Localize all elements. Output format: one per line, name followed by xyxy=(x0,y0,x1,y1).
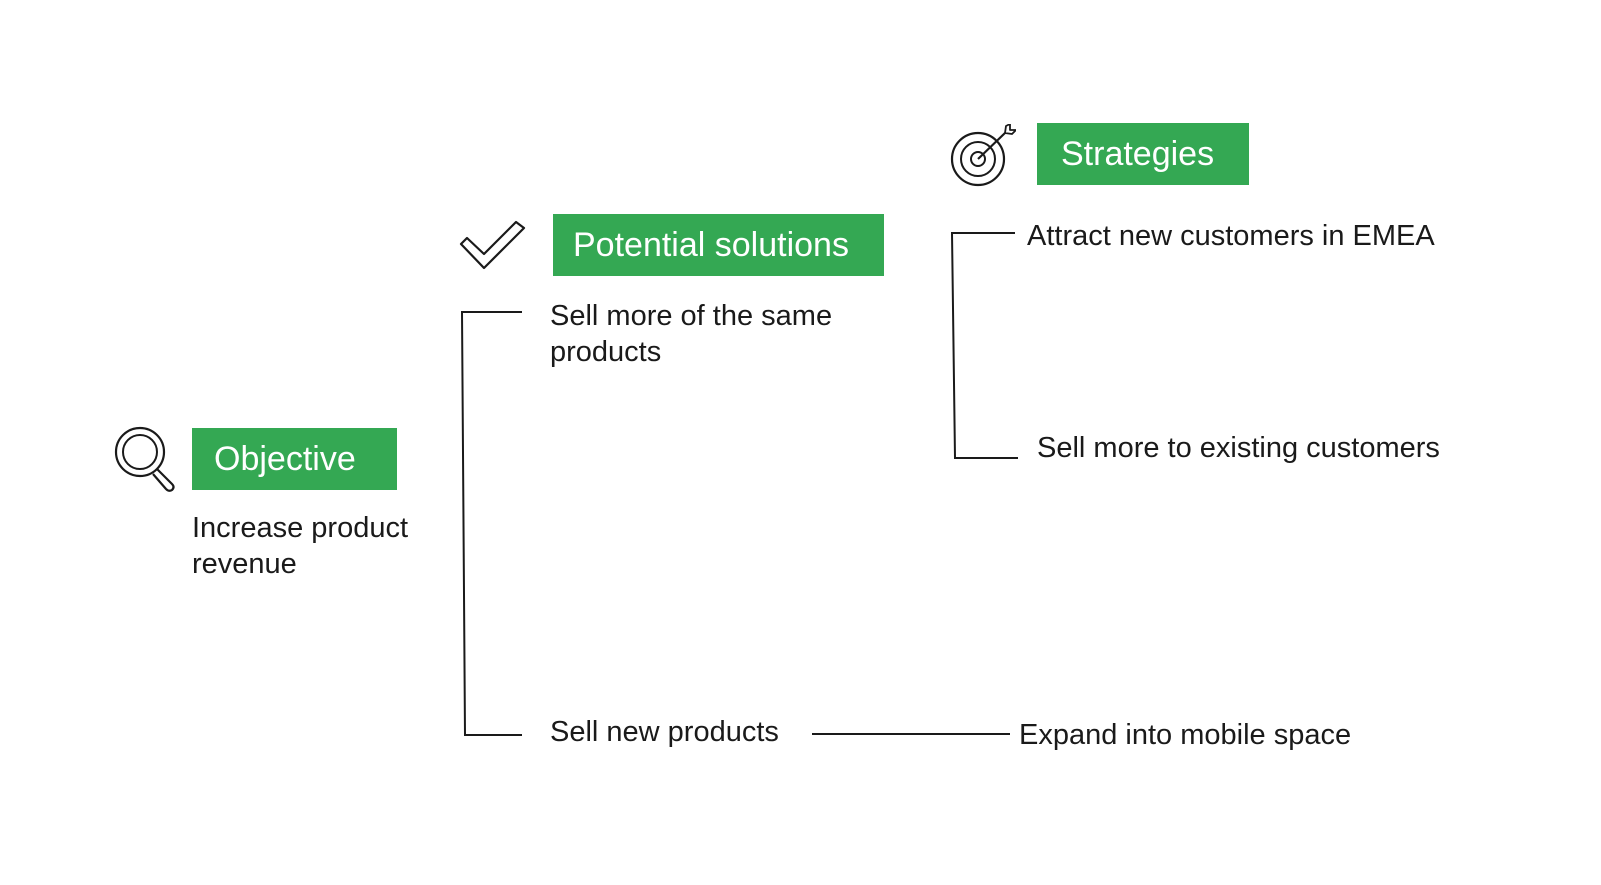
strategies-bracket xyxy=(950,232,1018,459)
solution-item-same-products: Sell more of the same products xyxy=(550,298,832,370)
magnifier-icon xyxy=(112,424,180,497)
objective-item-line-2: revenue xyxy=(192,548,297,580)
solutions-bracket xyxy=(460,311,522,736)
strategy-item-line-1: Attract new customers in EMEA xyxy=(1027,220,1435,252)
objective-label: Objective xyxy=(214,439,356,478)
solutions-label: Potential solutions xyxy=(573,225,849,264)
solutions-badge: Potential solutions xyxy=(553,214,884,276)
checkmark-icon xyxy=(458,218,526,279)
objective-item-line-1: Increase product xyxy=(192,512,409,544)
strategies-label: Strategies xyxy=(1061,134,1215,173)
solution-item-line-2: products xyxy=(550,336,662,368)
objective-badge: Objective xyxy=(192,428,397,490)
solution-item-new-products: Sell new products xyxy=(550,714,779,750)
strategy-item-existing-customers: Sell more to existing customers xyxy=(1037,430,1440,466)
strategies-badge: Strategies xyxy=(1037,123,1249,185)
solution-item-line-1: Sell more of the same xyxy=(550,300,833,332)
objective-item: Increase product revenue xyxy=(192,510,408,582)
target-icon xyxy=(950,123,1017,193)
strategy-item-mobile: Expand into mobile space xyxy=(1019,717,1351,753)
strategy-item-emea: Attract new customers in EMEA xyxy=(1027,218,1435,254)
solution-item-line-1: Sell new products xyxy=(550,716,779,748)
strategy-item-line-1: Expand into mobile space xyxy=(1019,719,1352,751)
strategy-item-line-1: Sell more to existing customers xyxy=(1037,432,1440,464)
